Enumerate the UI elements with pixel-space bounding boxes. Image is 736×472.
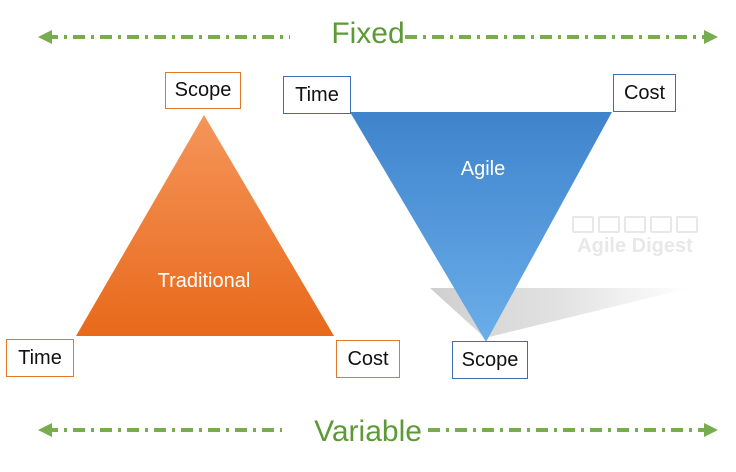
square-icon <box>572 216 594 233</box>
arrow-right-icon <box>704 30 718 44</box>
traditional-triangle <box>76 115 334 336</box>
traditional-label: Traditional <box>157 270 251 292</box>
agile-time-box: Time <box>283 76 351 114</box>
variable-arrow <box>38 423 718 437</box>
variable-banner: Variable <box>314 415 422 448</box>
fixed-arrow <box>38 30 718 44</box>
agile-scope-box: Scope <box>452 341 528 379</box>
traditional-cost-box: Cost <box>336 340 400 378</box>
agile-label: Agile <box>460 158 506 180</box>
square-icon <box>676 216 698 233</box>
watermark-text: Agile Digest <box>577 235 693 257</box>
square-icon <box>598 216 620 233</box>
traditional-scope-box: Scope <box>165 72 241 109</box>
watermark-icons <box>560 216 710 233</box>
agile-cost-box: Cost <box>613 74 676 112</box>
agile-triangle <box>350 112 612 342</box>
fixed-banner: Fixed <box>331 17 405 50</box>
square-icon <box>624 216 646 233</box>
watermark: Agile Digest <box>560 216 710 258</box>
arrow-left-icon <box>38 30 52 44</box>
square-icon <box>650 216 672 233</box>
arrow-left-icon <box>38 423 52 437</box>
arrow-right-icon <box>704 423 718 437</box>
traditional-time-box: Time <box>6 339 74 377</box>
